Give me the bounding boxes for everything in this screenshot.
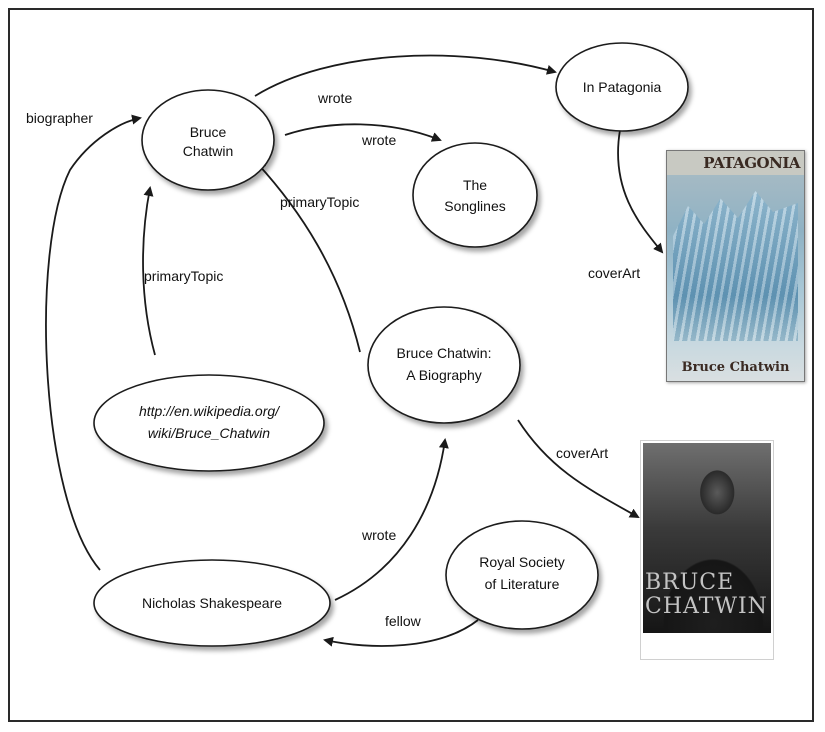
glacier-illustration — [673, 191, 798, 341]
node-wikipedia: http://en.wikipedia.org/ wiki/Bruce_Chat… — [93, 374, 325, 472]
edge-wrote-songlines — [284, 123, 442, 142]
node-biography: Bruce Chatwin: A Biography — [367, 306, 521, 424]
node-bruce-chatwin-line2: Chatwin — [183, 143, 234, 159]
edge-biographer — [45, 114, 142, 571]
in-patagonia-cover-image: PATAGONIA Bruce Chatwin — [666, 150, 805, 382]
cover-patagonia-author: Bruce Chatwin — [681, 360, 790, 375]
edge-label-fellow: fellow — [385, 613, 422, 629]
node-the-songlines-line1: The — [463, 177, 487, 193]
node-in-patagonia-label: In Patagonia — [583, 79, 662, 95]
edge-coverart-patagonia — [617, 129, 664, 254]
node-bruce-chatwin: Bruce Chatwin — [141, 89, 275, 191]
biography-cover-image: BRUCE CHATWIN — [640, 440, 774, 660]
edge-fellow — [323, 619, 479, 647]
node-bruce-chatwin-line1: Bruce — [190, 124, 227, 140]
edge-wrote-patagonia — [254, 54, 557, 97]
node-royal-society-line2: of Literature — [485, 576, 560, 592]
node-nicholas-shakespeare: Nicholas Shakespeare — [93, 559, 331, 647]
edge-label-wrote-biography: wrote — [361, 527, 396, 543]
cover-biography-title-line1: BRUCE — [645, 570, 735, 595]
edge-primarytopic-wikipedia — [142, 186, 156, 356]
node-biography-line2: A Biography — [406, 367, 482, 383]
edge-label-primarytopic-wikipedia: primaryTopic — [144, 268, 223, 284]
node-royal-society: Royal Society of Literature — [445, 520, 599, 630]
edge-label-wrote-patagonia: wrote — [317, 90, 352, 106]
edge-label-coverart-patagonia: coverArt — [588, 265, 640, 281]
edge-coverart-biography — [517, 419, 640, 518]
portrait-photo — [643, 443, 771, 633]
cover-patagonia-title: PATAGONIA — [667, 151, 804, 175]
cover-biography-title: BRUCE CHATWIN — [645, 571, 768, 619]
edge-label-wrote-songlines: wrote — [361, 132, 396, 148]
node-in-patagonia: In Patagonia — [555, 42, 689, 132]
edge-label-primarytopic-biography: primaryTopic — [280, 194, 359, 210]
edge-label-biographer: biographer — [26, 110, 93, 126]
node-biography-line1: Bruce Chatwin: — [397, 345, 492, 361]
node-the-songlines-line2: Songlines — [444, 198, 506, 214]
cover-biography-title-line2: CHATWIN — [645, 594, 768, 619]
node-royal-society-line1: Royal Society — [479, 554, 565, 570]
node-nicholas-shakespeare-label: Nicholas Shakespeare — [142, 595, 282, 611]
node-wikipedia-line2: wiki/Bruce_Chatwin — [148, 425, 270, 441]
node-the-songlines: The Songlines — [412, 142, 538, 248]
edge-wrote-biography — [334, 438, 449, 601]
node-wikipedia-line1: http://en.wikipedia.org/ — [139, 403, 281, 419]
edge-label-coverart-biography: coverArt — [556, 445, 608, 461]
edge-primarytopic-biography — [255, 161, 361, 353]
